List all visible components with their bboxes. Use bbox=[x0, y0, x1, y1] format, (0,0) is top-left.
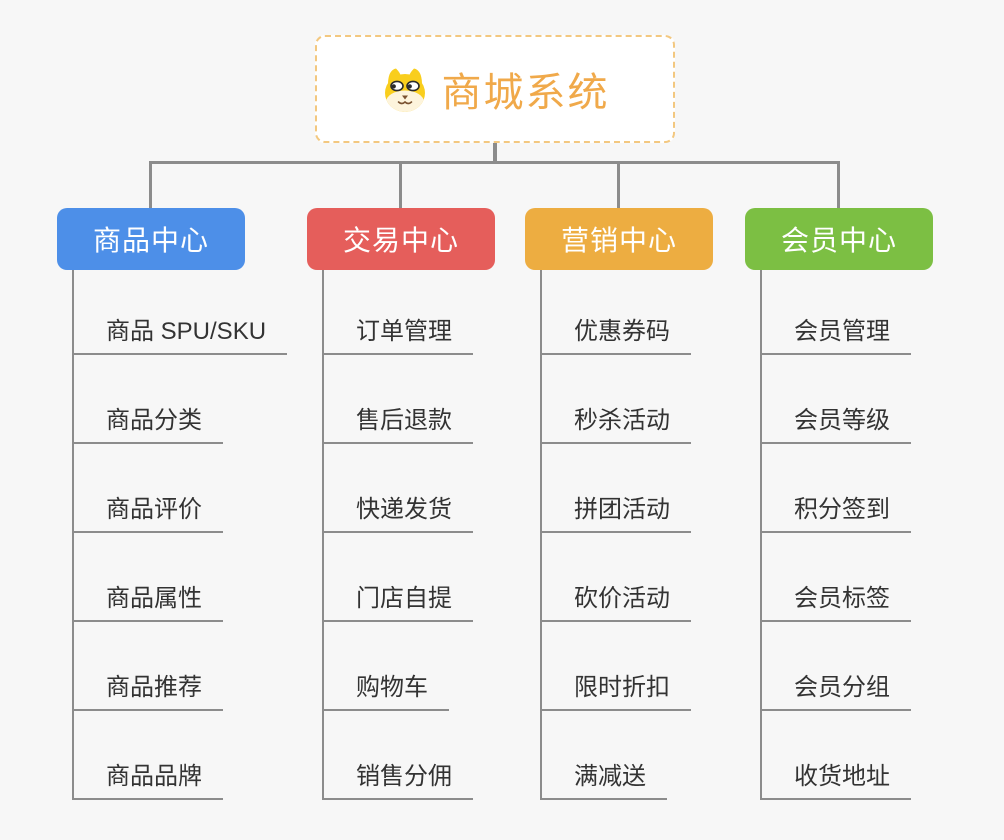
node-limited-time-discount[interactable]: 限时折扣 bbox=[542, 676, 691, 711]
list-item: 秒杀活动 bbox=[542, 355, 691, 444]
node-points-checkin[interactable]: 积分签到 bbox=[762, 498, 911, 533]
list-item: 商品分类 bbox=[74, 355, 287, 444]
list-item: 收货地址 bbox=[762, 711, 911, 800]
node-product-spu-sku[interactable]: 商品 SPU/SKU bbox=[74, 320, 288, 355]
connector-root-stub bbox=[493, 141, 497, 163]
branch-label: 商品中心 bbox=[92, 225, 209, 256]
root-node[interactable]: 商城系统 bbox=[315, 35, 675, 143]
node-sales-commission[interactable]: 销售分佣 bbox=[324, 765, 473, 800]
list-item: 商品属性 bbox=[74, 533, 287, 622]
connector-drop-members bbox=[837, 161, 840, 209]
node-group-buy[interactable]: 拼团活动 bbox=[542, 498, 691, 533]
list-item: 会员管理 bbox=[762, 270, 911, 355]
node-spend-save[interactable]: 满减送 bbox=[542, 765, 667, 800]
list-item: 会员分组 bbox=[762, 622, 911, 711]
node-product-category[interactable]: 商品分类 bbox=[74, 409, 223, 444]
list-item: 购物车 bbox=[324, 622, 473, 711]
list-item: 拼团活动 bbox=[542, 444, 691, 533]
branch-header-product-center[interactable]: 商品中心 bbox=[57, 208, 245, 270]
branch-children: 优惠券码 秒杀活动 拼团活动 砍价活动 限时折扣 满减送 bbox=[540, 270, 691, 800]
root-title: 商城系统 bbox=[441, 71, 610, 115]
branch-trade-center: 交易中心 订单管理 售后退款 快递发货 门店自提 购物车 销售分佣 bbox=[307, 208, 495, 800]
list-item: 快递发货 bbox=[324, 444, 473, 533]
dog-face-icon bbox=[384, 68, 425, 112]
list-item: 限时折扣 bbox=[542, 622, 691, 711]
node-order-management[interactable]: 订单管理 bbox=[324, 320, 473, 355]
list-item: 商品品牌 bbox=[74, 711, 287, 800]
list-item: 门店自提 bbox=[324, 533, 473, 622]
list-item: 砍价活动 bbox=[542, 533, 691, 622]
branch-label: 交易中心 bbox=[342, 225, 459, 256]
branch-children: 商品 SPU/SKU 商品分类 商品评价 商品属性 商品推荐 商品品牌 bbox=[72, 270, 288, 800]
list-item: 商品推荐 bbox=[74, 622, 287, 711]
connector-drop-trade bbox=[399, 161, 402, 209]
list-item: 优惠券码 bbox=[542, 270, 691, 355]
node-store-pickup[interactable]: 门店自提 bbox=[324, 587, 473, 622]
list-item: 商品 SPU/SKU bbox=[74, 270, 288, 355]
branch-header-marketing-center[interactable]: 营销中心 bbox=[525, 208, 713, 270]
node-product-brand[interactable]: 商品品牌 bbox=[74, 765, 223, 800]
node-coupon-code[interactable]: 优惠券码 bbox=[542, 320, 691, 355]
list-item: 售后退款 bbox=[324, 355, 473, 444]
branch-marketing-center: 营销中心 优惠券码 秒杀活动 拼团活动 砍价活动 限时折扣 满减送 bbox=[525, 208, 713, 800]
connector-drop-marketing bbox=[617, 161, 620, 209]
list-item: 满减送 bbox=[542, 711, 691, 800]
node-shipping-address[interactable]: 收货地址 bbox=[762, 765, 911, 800]
node-member-management[interactable]: 会员管理 bbox=[762, 320, 911, 355]
branch-children: 订单管理 售后退款 快递发货 门店自提 购物车 销售分佣 bbox=[322, 270, 473, 800]
branch-label: 会员中心 bbox=[780, 225, 897, 256]
node-bargain-activity[interactable]: 砍价活动 bbox=[542, 587, 691, 622]
node-flash-sale[interactable]: 秒杀活动 bbox=[542, 409, 691, 444]
list-item: 积分签到 bbox=[762, 444, 911, 533]
connector-horizontal bbox=[149, 161, 840, 164]
node-after-sale-refund[interactable]: 售后退款 bbox=[324, 409, 473, 444]
node-product-attribute[interactable]: 商品属性 bbox=[74, 587, 223, 622]
list-item: 销售分佣 bbox=[324, 711, 473, 800]
branch-product-center: 商品中心 商品 SPU/SKU 商品分类 商品评价 商品属性 商品推荐 商品品牌 bbox=[57, 208, 288, 800]
branch-header-trade-center[interactable]: 交易中心 bbox=[307, 208, 495, 270]
branch-label: 营销中心 bbox=[560, 225, 677, 256]
node-member-tag[interactable]: 会员标签 bbox=[762, 587, 911, 622]
list-item: 会员标签 bbox=[762, 533, 911, 622]
node-member-group[interactable]: 会员分组 bbox=[762, 676, 911, 711]
node-product-recommend[interactable]: 商品推荐 bbox=[74, 676, 223, 711]
list-item: 订单管理 bbox=[324, 270, 473, 355]
node-shopping-cart[interactable]: 购物车 bbox=[324, 676, 449, 711]
node-express-delivery[interactable]: 快递发货 bbox=[324, 498, 473, 533]
list-item: 会员等级 bbox=[762, 355, 911, 444]
branch-children: 会员管理 会员等级 积分签到 会员标签 会员分组 收货地址 bbox=[760, 270, 911, 800]
branch-header-member-center[interactable]: 会员中心 bbox=[745, 208, 933, 270]
list-item: 商品评价 bbox=[74, 444, 287, 533]
node-product-review[interactable]: 商品评价 bbox=[74, 498, 223, 533]
node-member-level[interactable]: 会员等级 bbox=[762, 409, 911, 444]
branch-member-center: 会员中心 会员管理 会员等级 积分签到 会员标签 会员分组 收货地址 bbox=[745, 208, 933, 800]
connector-drop-products bbox=[149, 161, 152, 209]
